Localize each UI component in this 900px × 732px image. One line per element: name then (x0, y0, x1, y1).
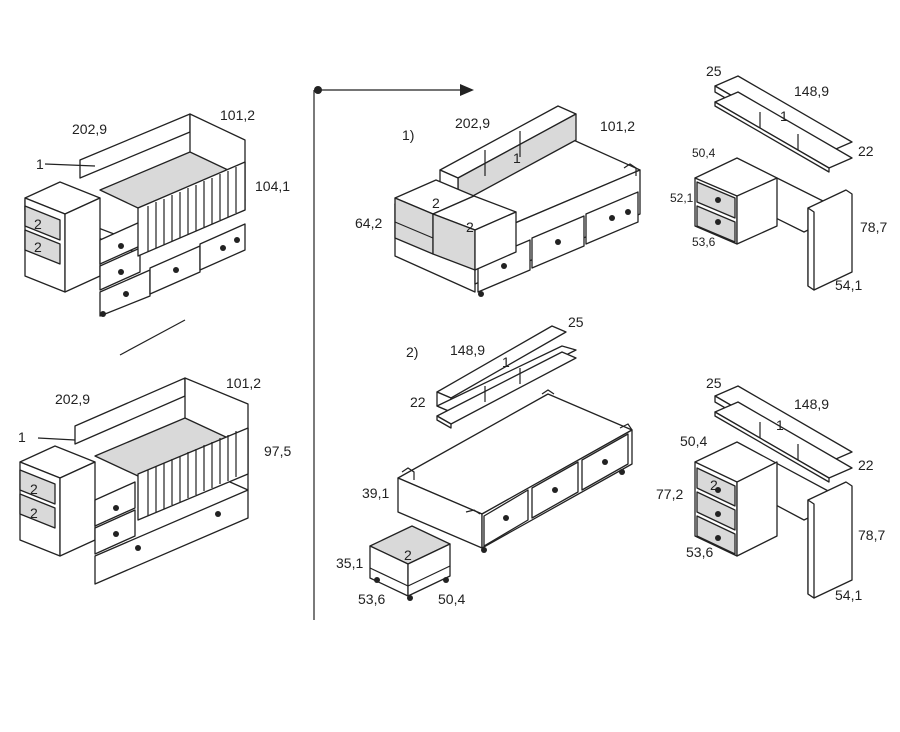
crib-top-width: 101,2 (220, 107, 255, 123)
crib-bottom-part-1: 1 (18, 429, 26, 445)
config-2-desk-d3: 53,6 (686, 544, 713, 560)
config-1-shelf-part: 1 (780, 108, 788, 124)
separator-line (119, 319, 186, 356)
crib-slats (147, 167, 237, 252)
config-2-desk-height: 78,7 (858, 527, 885, 543)
config-2-desk-shelf: 25 148,9 22 1 (706, 375, 874, 483)
config-1-bed-width: 101,2 (600, 118, 635, 134)
config-1-desk-d1: 50,4 (692, 146, 716, 160)
crib-bottom-part-2b: 2 (30, 505, 38, 521)
crib-top-height: 104,1 (255, 178, 290, 194)
crib-bottom-length: 202,9 (55, 391, 90, 407)
config-2-desk-depth: 54,1 (835, 587, 862, 603)
config-2-desk: 50,4 77,2 53,6 78,7 54,1 2 (656, 433, 885, 603)
config-1-desk-depth: 54,1 (835, 277, 862, 293)
crib-bottom-part-2a: 2 (30, 481, 38, 497)
crib-top-length: 202,9 (72, 121, 107, 137)
config-1-desk-d2: 52,1 (670, 191, 694, 205)
config-1-shelf-length: 148,9 (794, 83, 829, 99)
config-2-desk-part: 2 (710, 477, 718, 493)
config-2-desk-d2: 77,2 (656, 486, 683, 502)
config-2-shelf-height: 22 (410, 394, 426, 410)
crib-bottom-slats (147, 431, 237, 516)
config-2-bed: 39,1 (362, 389, 633, 553)
config-1-bed-length: 202,9 (455, 115, 490, 131)
config-2-bed-height: 39,1 (362, 485, 389, 501)
config-2-nightstand-part: 2 (404, 547, 412, 563)
config-1-shelf-depth: 25 (706, 63, 722, 79)
config-1-marker: 1) (402, 127, 414, 143)
config-2-desk-shelf-part: 1 (776, 417, 784, 433)
transform-arrow (313, 84, 474, 620)
crib-top-part-2a: 2 (34, 216, 42, 232)
config-2-shelf: 2) 25 148,9 22 1 (406, 314, 584, 429)
crib-top: 202,9 101,2 104,1 1 2 2 (24, 107, 290, 317)
config-1-bed-part-1: 1 (513, 150, 521, 166)
config-1-desk: 50,4 52,1 53,6 78,7 54,1 (670, 146, 887, 293)
config-2-nightstand-height: 35,1 (336, 555, 363, 571)
config-2-shelf-part: 1 (502, 354, 510, 370)
config-2-desk-shelf-height: 22 (858, 457, 874, 473)
config-2-marker: 2) (406, 344, 418, 360)
config-1-shelf-height: 22 (858, 143, 874, 159)
crib-top-part-1: 1 (36, 156, 44, 172)
crib-bottom: 202,9 101,2 97,5 1 2 2 (18, 375, 291, 585)
config-1-shelf: 25 148,9 22 1 (706, 63, 874, 173)
crib-top-part-2b: 2 (34, 239, 42, 255)
crib-bottom-width: 101,2 (226, 375, 261, 391)
config-2-desk-shelf-length: 148,9 (794, 396, 829, 412)
leader-line (44, 163, 96, 167)
config-2-nightstand: 35,1 53,6 50,4 2 (336, 525, 465, 607)
config-1-bed-part-2a: 2 (432, 195, 440, 211)
config-1-desk-height: 78,7 (860, 219, 887, 235)
config-1-bed-height: 64,2 (355, 215, 382, 231)
config-1-desk-d3: 53,6 (692, 235, 716, 249)
config-1-bed: 1) 202,9 101,2 64,2 1 2 2 (355, 105, 641, 297)
config-2-desk-d1: 50,4 (680, 433, 707, 449)
config-1-bed-part-2b: 2 (466, 219, 474, 235)
config-2-shelf-depth: 25 (568, 314, 584, 330)
config-2-shelf-length: 148,9 (450, 342, 485, 358)
config-2-desk-shelf-depth: 25 (706, 375, 722, 391)
config-2-nightstand-width: 53,6 (358, 591, 385, 607)
config-2-nightstand-depth: 50,4 (438, 591, 465, 607)
crib-bottom-height: 97,5 (264, 443, 291, 459)
